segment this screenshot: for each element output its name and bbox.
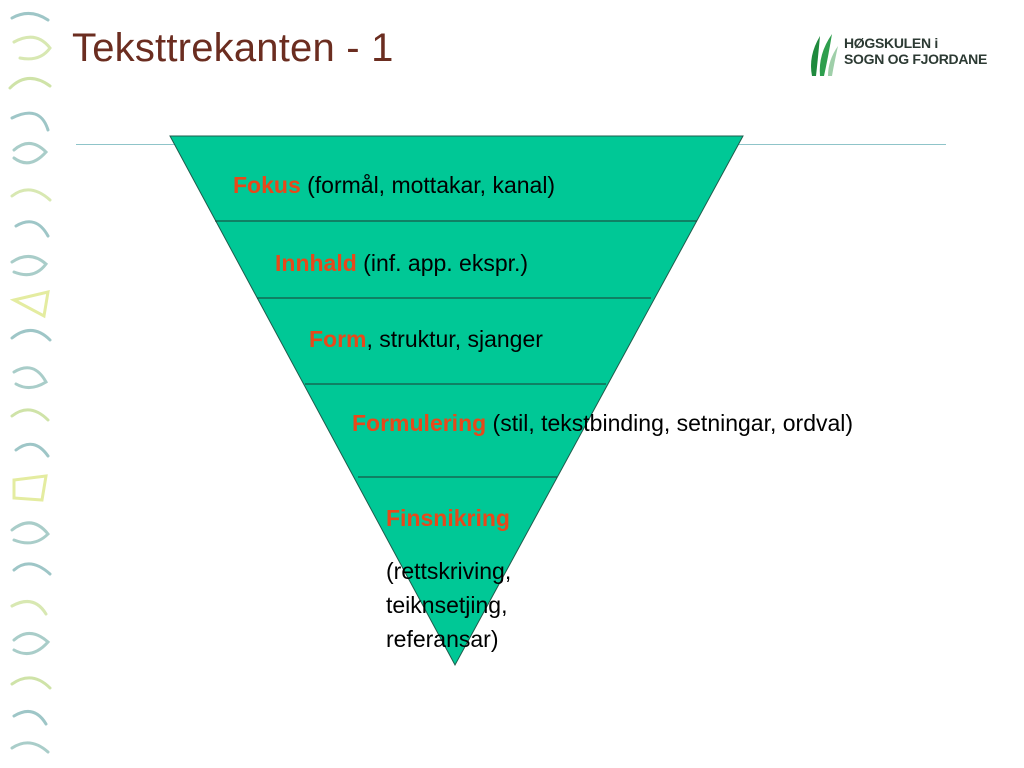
triangle-shape: [169, 135, 744, 667]
level-fokus: Fokus (formål, mottakar, kanal): [233, 172, 555, 199]
level-detail-line: (rettskriving,: [386, 558, 512, 584]
level-finsnikring: Finsnikring (rettskriving, teiknsetjing,…: [386, 505, 511, 656]
level-detail-line: teiknsetjing,: [386, 592, 508, 618]
level-detail: (stil, tekstbinding, setningar, ordval): [486, 410, 854, 436]
level-keyword: Innhald: [275, 250, 357, 276]
level-detail: (formål, mottakar, kanal): [300, 172, 556, 198]
level-keyword: Formulering: [352, 410, 487, 436]
decorative-border: [8, 12, 52, 754]
level-detail-line: referansar): [386, 626, 499, 652]
level-form: Form, struktur, sjanger: [309, 326, 543, 353]
level-keyword: Fokus: [233, 172, 301, 198]
leaf-logo-icon: [811, 34, 838, 76]
level-formulering: Formulering (stil, tekstbinding, setning…: [352, 410, 853, 437]
level-detail: , struktur, sjanger: [366, 326, 543, 352]
page-title: Teksttrekanten - 1: [72, 26, 394, 70]
level-detail: (inf. app. ekspr.): [356, 250, 529, 276]
level-keyword: Form: [309, 326, 367, 352]
logo-line-1: HØGSKULEN i: [844, 35, 938, 51]
institution-logo: HØGSKULEN i SOGN OG FJORDANE: [806, 30, 1006, 80]
level-innhald: Innhald (inf. app. ekspr.): [275, 250, 528, 277]
logo-line-2: SOGN OG FJORDANE: [844, 51, 987, 67]
level-keyword: Finsnikring: [386, 505, 510, 531]
